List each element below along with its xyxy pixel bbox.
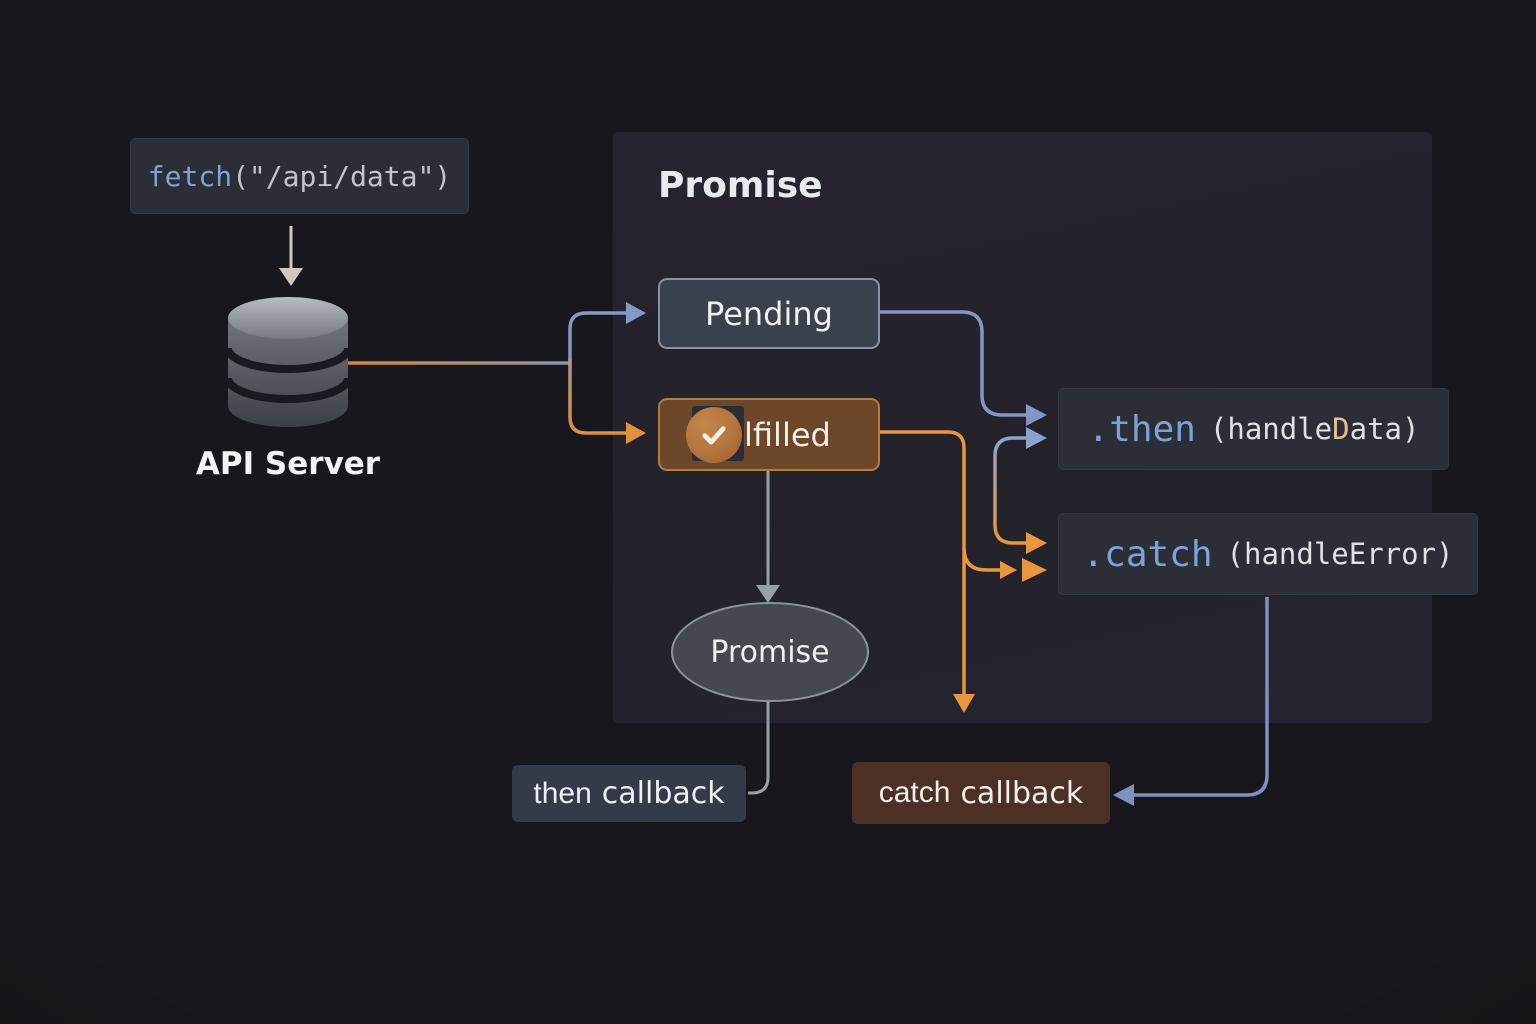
check-icon (686, 407, 742, 463)
state-fulfilled: lfilled (658, 398, 880, 471)
then-callback-word1: then (533, 776, 592, 810)
arrowhead-right-icon (1026, 427, 1047, 449)
arrowhead-left-icon (1113, 784, 1134, 806)
arrowhead-right-icon (626, 422, 646, 444)
line-promise-to-then-callback (748, 698, 770, 795)
catch-callback-word2: callback (960, 775, 1084, 811)
then-args: (handleData) (1209, 412, 1420, 446)
then-callback-box: then callback (512, 765, 746, 822)
catch-callback-word1: catch (878, 776, 951, 809)
arrowhead-right-icon (1022, 558, 1047, 582)
arrow-fulfilled-orange (877, 430, 1047, 713)
arrowhead-down-icon (279, 268, 303, 286)
fetch-keyword: fetch (147, 159, 233, 193)
arrow-fetch-to-server (279, 226, 303, 286)
database-icon (224, 297, 352, 427)
api-server-label: API Server (195, 446, 381, 482)
state-pending: Pending (658, 278, 880, 349)
arrow-catch-to-catch-callback (1113, 597, 1269, 806)
arg-highlight: D (1332, 412, 1350, 446)
fulfilled-label: lfilled (744, 415, 831, 454)
promise-node-label: Promise (710, 634, 830, 670)
arrowhead-right-icon (626, 302, 646, 324)
then-handler-box: .then (handleData) (1058, 388, 1449, 470)
fetch-code-box: fetch("/api/data") (130, 138, 469, 214)
fork-then-catch (993, 427, 1047, 554)
arrowhead-right-icon (1026, 532, 1047, 554)
panel-title: Promise (658, 165, 823, 206)
catch-callback-box: catch callback (852, 762, 1110, 824)
then-callback-word2: callback (601, 776, 725, 811)
catch-method: .catch (1082, 533, 1213, 575)
pending-label: Pending (705, 294, 833, 333)
arrow-pending-to-then (877, 310, 1047, 426)
then-method: .then (1087, 408, 1196, 450)
catch-args: (handleError) (1226, 537, 1454, 571)
fetch-args: ("/api/data") (232, 159, 452, 193)
arrowhead-right-icon (1026, 404, 1047, 426)
arrowhead-right-icon (1000, 561, 1017, 579)
api-server-node (224, 294, 352, 434)
arrowhead-down-icon (756, 585, 780, 603)
arrowhead-down-icon (953, 694, 975, 713)
arrow-fulfilled-to-promise (756, 470, 780, 603)
arrow-server-to-states (348, 302, 646, 444)
catch-handler-box: .catch (handleError) (1058, 513, 1478, 595)
promise-ellipse-node: Promise (671, 602, 869, 702)
